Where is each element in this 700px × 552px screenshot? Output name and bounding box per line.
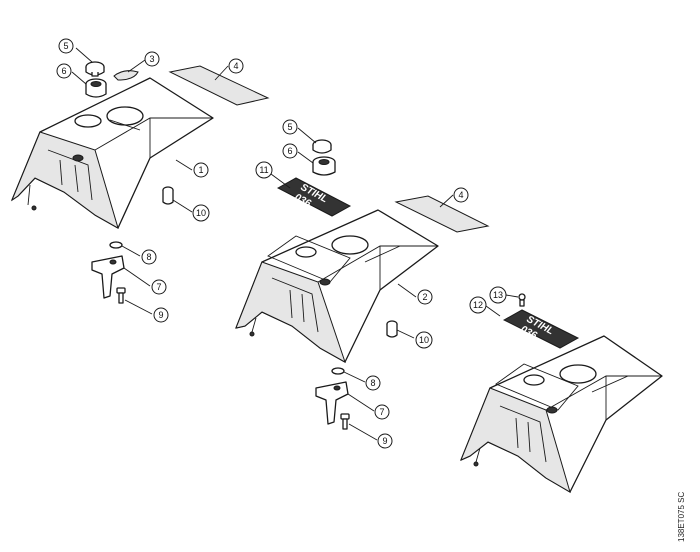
drawing-reference-code: 138ET075 SC <box>677 492 686 542</box>
grommet-part-6 <box>312 156 336 176</box>
callout-text: 9 <box>158 310 163 320</box>
bushing-part-10 <box>386 320 398 338</box>
callout-text: 12 <box>473 300 483 310</box>
callout-left-9: 9 <box>153 307 169 323</box>
callout-left-5: 5 <box>58 38 74 54</box>
callout-text: 4 <box>458 190 463 200</box>
shroud-right <box>460 335 663 494</box>
grommet-part-6 <box>85 78 107 98</box>
pin-part-13 <box>518 293 526 307</box>
shroud-part-2 <box>235 209 439 364</box>
callout-mid-10: 10 <box>415 331 433 349</box>
cap-part-5 <box>85 61 105 77</box>
callout-right-12: 12 <box>469 296 487 314</box>
callout-left-1: 1 <box>193 162 209 178</box>
callout-left-3: 3 <box>144 51 160 67</box>
callout-text: 2 <box>422 292 427 302</box>
foam-strip-part-4 <box>168 65 270 106</box>
callout-mid-8: 8 <box>365 375 381 391</box>
bushing-part-10 <box>162 186 174 205</box>
callout-mid-9: 9 <box>377 433 393 449</box>
bracket-part-7 <box>91 255 125 299</box>
callout-text: 7 <box>156 282 161 292</box>
callout-left-6: 6 <box>56 63 72 79</box>
plug-part-3 <box>113 70 139 81</box>
screw-part-9 <box>116 287 126 304</box>
callout-text: 5 <box>287 122 292 132</box>
callout-left-7: 7 <box>151 279 167 295</box>
o-ring-part-8 <box>109 241 123 249</box>
callout-text: 6 <box>61 66 66 76</box>
callout-text: 4 <box>233 61 238 71</box>
callout-left-4: 4 <box>228 58 244 74</box>
callout-text: 7 <box>379 407 384 417</box>
callout-text: 8 <box>370 378 375 388</box>
callout-text: 9 <box>382 436 387 446</box>
screw-part-9 <box>340 413 350 430</box>
callout-text: 6 <box>287 146 292 156</box>
decal-part-11: STIHL 036 <box>276 177 352 217</box>
callout-mid-6: 6 <box>282 143 298 159</box>
callout-text: 13 <box>493 290 503 300</box>
callout-mid-4: 4 <box>453 187 469 203</box>
o-ring-part-8 <box>331 367 345 375</box>
callout-right-13: 13 <box>489 286 507 304</box>
callout-left-8: 8 <box>141 249 157 265</box>
callout-text: 1 <box>198 165 203 175</box>
callout-left-10: 10 <box>192 204 210 222</box>
shroud-part-1 <box>10 77 214 230</box>
cap-part-5 <box>312 139 332 154</box>
callout-mid-2: 2 <box>417 289 433 305</box>
decal-part-12: STIHL 036 <box>502 309 580 349</box>
callout-mid-7: 7 <box>374 404 390 420</box>
callout-text: 5 <box>63 41 68 51</box>
callout-mid-5: 5 <box>282 119 298 135</box>
callout-mid-11: 11 <box>255 161 273 179</box>
foam-strip-part-4 <box>394 195 490 233</box>
callout-text: 8 <box>146 252 151 262</box>
callout-text: 11 <box>259 165 268 175</box>
callout-text: 10 <box>196 208 206 218</box>
left-assembly: 5 3 4 6 1 10 8 7 9 <box>10 38 270 323</box>
right-assembly: STIHL 036 13 12 <box>460 286 663 494</box>
bracket-part-7 <box>315 381 349 425</box>
callout-text: 3 <box>149 54 154 64</box>
middle-assembly: STIHL 036 5 6 1 <box>235 119 490 449</box>
callout-text: 10 <box>419 335 429 345</box>
